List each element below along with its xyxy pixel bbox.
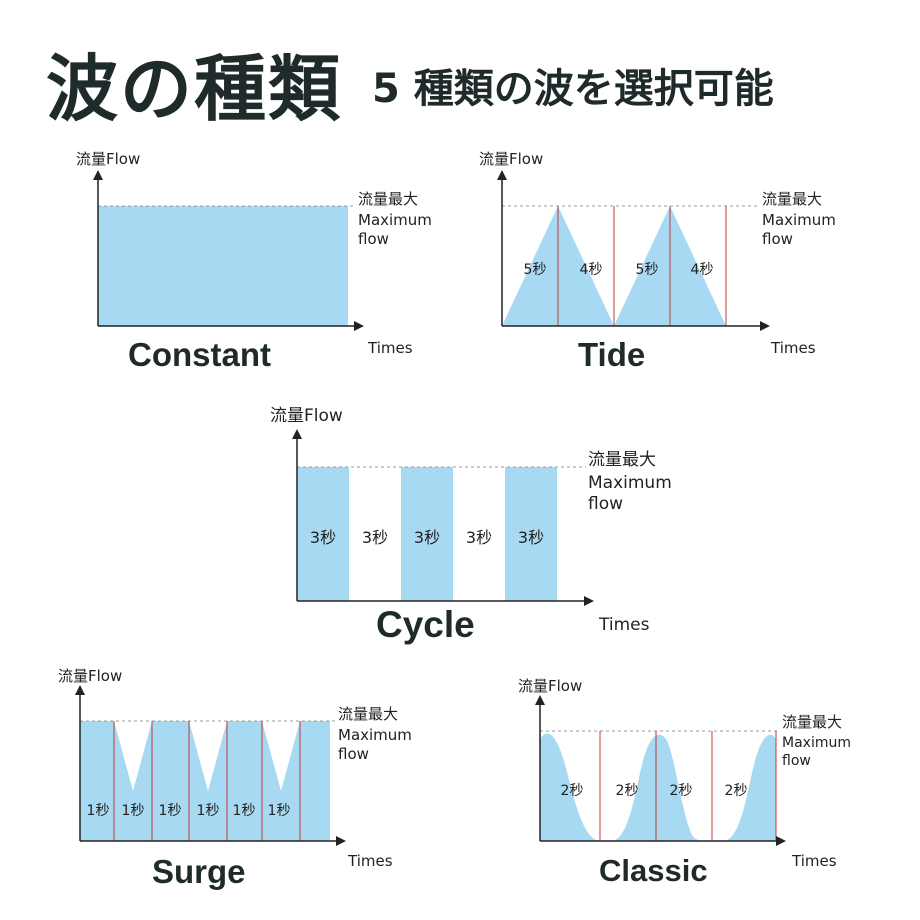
segment-label: 1秒: [268, 803, 291, 819]
max-label-jp: 流量最大: [762, 190, 822, 208]
cycle-diagram: 流量Flow 3秒 3秒 3秒 3秒 3秒 流量最大 Maximum flow …: [270, 406, 672, 645]
max-label-en-2: flow: [338, 745, 369, 763]
segment-label: 4秒: [691, 262, 714, 278]
segment-label: 3秒: [414, 528, 440, 547]
tide-panel: 流量Flow 5秒 4秒 5秒 4秒 流量最大 Maximum flow Tim…: [460, 140, 920, 380]
flow-axis-label: 流量Flow: [58, 667, 122, 685]
x-axis-arrow-icon: [584, 596, 594, 606]
flow-axis-label: 流量Flow: [479, 150, 543, 168]
segment-label: 1秒: [159, 803, 182, 819]
max-label-en-2: flow: [358, 230, 389, 248]
segment-label: 5秒: [636, 262, 659, 278]
x-axis-arrow-icon: [776, 836, 786, 846]
surge-flow-area: [80, 721, 330, 841]
max-label-en-2: flow: [588, 494, 623, 514]
max-label-en: Maximum: [782, 735, 851, 751]
max-label-en: Maximum: [762, 211, 836, 229]
wave-name-classic: Classic: [599, 853, 708, 888]
x-axis-arrow-icon: [336, 836, 346, 846]
segment-label: 2秒: [725, 783, 748, 799]
times-axis-label: Times: [347, 852, 393, 870]
segment-label: 2秒: [561, 783, 584, 799]
classic-flow-area: [540, 733, 776, 841]
y-axis-arrow-icon: [75, 685, 85, 695]
segment-label: 1秒: [233, 803, 256, 819]
wave-name-cycle: Cycle: [376, 604, 475, 645]
classic-panel: 流量Flow 2秒 2秒 2秒 2秒 流量最大 Maximum flow Tim…: [460, 665, 920, 915]
constant-panel: 流量Flow 流量最大 Maximum flow Times Constant: [0, 140, 460, 380]
times-axis-label: Times: [367, 339, 413, 357]
cycle-flow-block: [505, 467, 557, 601]
flow-axis-label: 流量Flow: [76, 150, 140, 168]
max-label-jp: 流量最大: [782, 713, 842, 731]
max-label-jp: 流量最大: [588, 450, 656, 470]
max-label-en: Maximum: [358, 211, 432, 229]
segment-label: 5秒: [524, 262, 547, 278]
segment-label: 2秒: [616, 783, 639, 799]
wave-name-tide: Tide: [578, 336, 645, 373]
constant-flow-area: [98, 206, 348, 326]
y-axis-arrow-icon: [535, 695, 545, 705]
surge-panel: 流量Flow 1秒 1秒 1秒 1秒 1秒 1秒 流量最大 Maximum fl…: [0, 655, 460, 915]
segment-label: 3秒: [310, 528, 336, 547]
times-axis-label: Times: [598, 615, 650, 635]
x-axis-arrow-icon: [760, 321, 770, 331]
wave-name-surge: Surge: [152, 853, 246, 890]
segment-label: 1秒: [197, 803, 220, 819]
segment-label: 4秒: [580, 262, 603, 278]
classic-diagram: 流量Flow 2秒 2秒 2秒 2秒 流量最大 Maximum flow Tim…: [518, 677, 851, 888]
segment-label: 1秒: [87, 803, 110, 819]
wave-name-constant: Constant: [128, 336, 271, 373]
cycle-flow-block: [401, 467, 453, 601]
max-label-en-2: flow: [762, 230, 793, 248]
segment-label: 2秒: [670, 783, 693, 799]
max-label-en: Maximum: [588, 473, 672, 493]
max-label-jp: 流量最大: [358, 190, 418, 208]
tide-diagram: 流量Flow 5秒 4秒 5秒 4秒 流量最大 Maximum flow Tim…: [479, 150, 836, 373]
y-axis-arrow-icon: [292, 429, 302, 439]
flow-axis-label: 流量Flow: [518, 677, 582, 695]
segment-label: 1秒: [122, 803, 145, 819]
times-axis-label: Times: [791, 852, 837, 870]
y-axis-arrow-icon: [93, 170, 103, 180]
constant-diagram: 流量Flow 流量最大 Maximum flow Times Constant: [76, 150, 432, 373]
y-axis-arrow-icon: [497, 170, 507, 180]
segment-label: 3秒: [362, 528, 388, 547]
max-label-en-2: flow: [782, 753, 811, 769]
page-title: 波の種類: [46, 47, 343, 131]
max-label-en: Maximum: [338, 726, 412, 744]
max-label-jp: 流量最大: [338, 705, 398, 723]
surge-diagram: 流量Flow 1秒 1秒 1秒 1秒 1秒 1秒 流量最大 Maximum fl…: [58, 667, 412, 890]
cycle-flow-block: [297, 467, 349, 601]
cycle-panel: 流量Flow 3秒 3秒 3秒 3秒 3秒 流量最大 Maximum flow …: [220, 395, 700, 655]
page-subtitle: 5 種類の波を選択可能: [372, 66, 774, 112]
x-axis-arrow-icon: [354, 321, 364, 331]
times-axis-label: Times: [770, 339, 816, 357]
segment-label: 3秒: [466, 528, 492, 547]
segment-label: 3秒: [518, 528, 544, 547]
flow-axis-label: 流量Flow: [270, 406, 343, 426]
